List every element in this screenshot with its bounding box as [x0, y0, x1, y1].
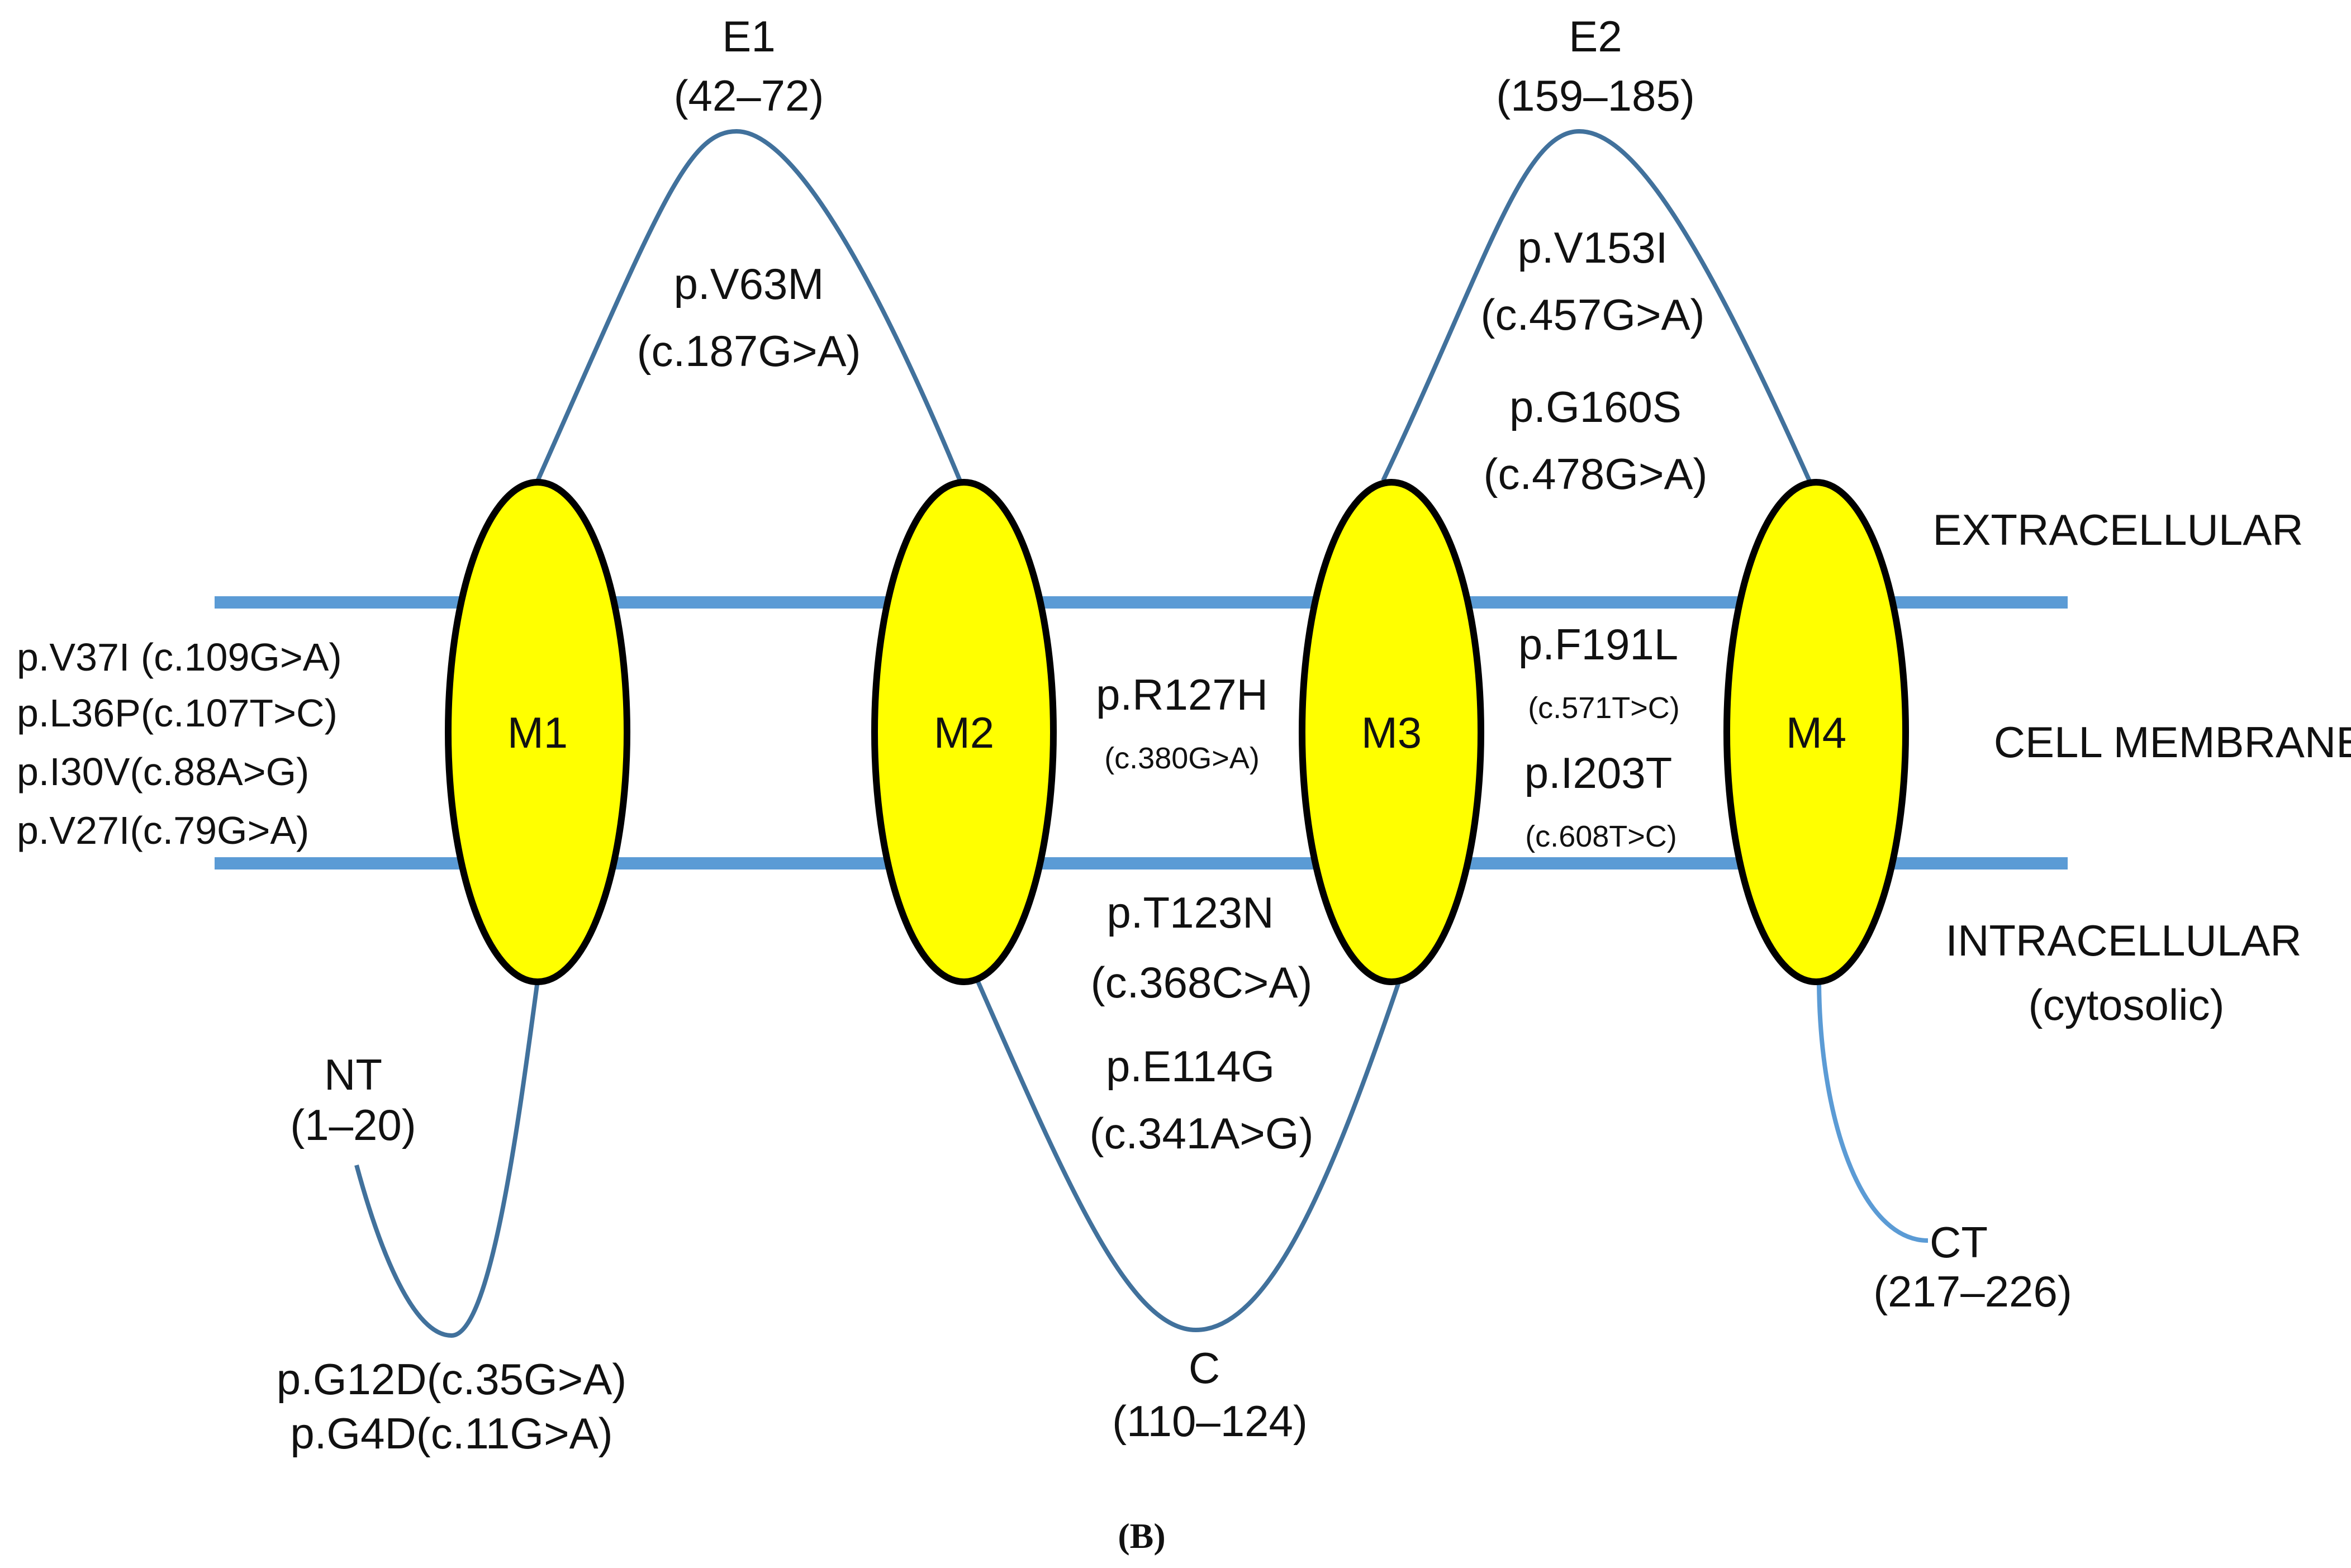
- c-mutation-1-protein: p.T123N: [1106, 888, 1274, 937]
- cell-membrane-label: CELL MEMBRANE: [1994, 718, 2351, 767]
- c-loop: [975, 978, 1402, 1333]
- m3-label: M3: [1361, 708, 1422, 757]
- m3m4-mutation-2-cdna: (c.608T>C): [1525, 820, 1677, 853]
- e1-range: (42–72): [674, 71, 824, 120]
- m4-domain: [1723, 479, 1909, 985]
- m2-label: M2: [934, 708, 994, 757]
- e2-mutation-2-protein: p.G160S: [1509, 382, 1682, 431]
- e2-mutation-1-protein: p.V153I: [1518, 223, 1668, 272]
- m3m4-mutation-1-protein: p.F191L: [1518, 620, 1678, 669]
- nt-loop: [354, 980, 540, 1338]
- extracellular-label: EXTRACELLULAR: [1932, 505, 2303, 554]
- m1-mutation-2: p.L36P(c.107T>C): [17, 691, 338, 735]
- m1-mutation-3: p.I30V(c.88A>G): [17, 750, 309, 793]
- e2-mutation-2-cdna: (c.478G>A): [1483, 449, 1707, 498]
- e1-mutation-cdna: (c.187G>A): [637, 326, 861, 376]
- nt-range: (1–20): [290, 1100, 416, 1149]
- e1-name: E1: [722, 12, 775, 61]
- figure-label: (B): [1118, 1516, 1165, 1556]
- ct-range: (217–226): [1873, 1267, 2072, 1316]
- m3m4-mutation-1-cdna: (c.571T>C): [1528, 691, 1680, 725]
- e1-mutation-protein: p.V63M: [674, 259, 824, 308]
- nt-mutation-2: p.G4D(c.11G>A): [290, 1409, 612, 1458]
- m2m3-mutation-protein: p.R127H: [1096, 670, 1268, 719]
- cytosolic-label: (cytosolic): [2028, 980, 2224, 1029]
- ct-name: CT: [1930, 1218, 1988, 1267]
- c-range: (110–124): [1112, 1396, 1308, 1446]
- m4-label: M4: [1786, 708, 1846, 757]
- e2-range: (159–185): [1496, 71, 1695, 120]
- e2-loop: [1381, 129, 1813, 484]
- e1-loop: [534, 129, 965, 487]
- m1-mutation-1: p.V37I (c.109G>A): [17, 635, 342, 679]
- nt-name: NT: [324, 1050, 382, 1099]
- e2-name: E2: [1569, 12, 1622, 61]
- ct-tail: [1817, 977, 1929, 1243]
- c-mutation-1-cdna: (c.368C>A): [1091, 958, 1313, 1007]
- m1-mutation-4: p.V27I(c.79G>A): [17, 809, 309, 852]
- c-mutation-2-cdna: (c.341A>G): [1089, 1109, 1313, 1158]
- m2m3-mutation-cdna: (c.380G>A): [1104, 742, 1260, 775]
- m1-domain: [445, 479, 630, 985]
- intracellular-label: INTRACELLULAR: [1945, 916, 2301, 965]
- c-name: C: [1189, 1343, 1220, 1393]
- m3-domain: [1299, 479, 1484, 985]
- m2-domain: [871, 479, 1057, 985]
- m1-label: M1: [507, 708, 568, 757]
- nt-mutation-1: p.G12D(c.35G>A): [277, 1355, 626, 1404]
- c-mutation-2-protein: p.E114G: [1106, 1042, 1275, 1091]
- e2-mutation-1-cdna: (c.457G>A): [1480, 290, 1704, 339]
- m3m4-mutation-2-protein: p.I203T: [1524, 748, 1673, 797]
